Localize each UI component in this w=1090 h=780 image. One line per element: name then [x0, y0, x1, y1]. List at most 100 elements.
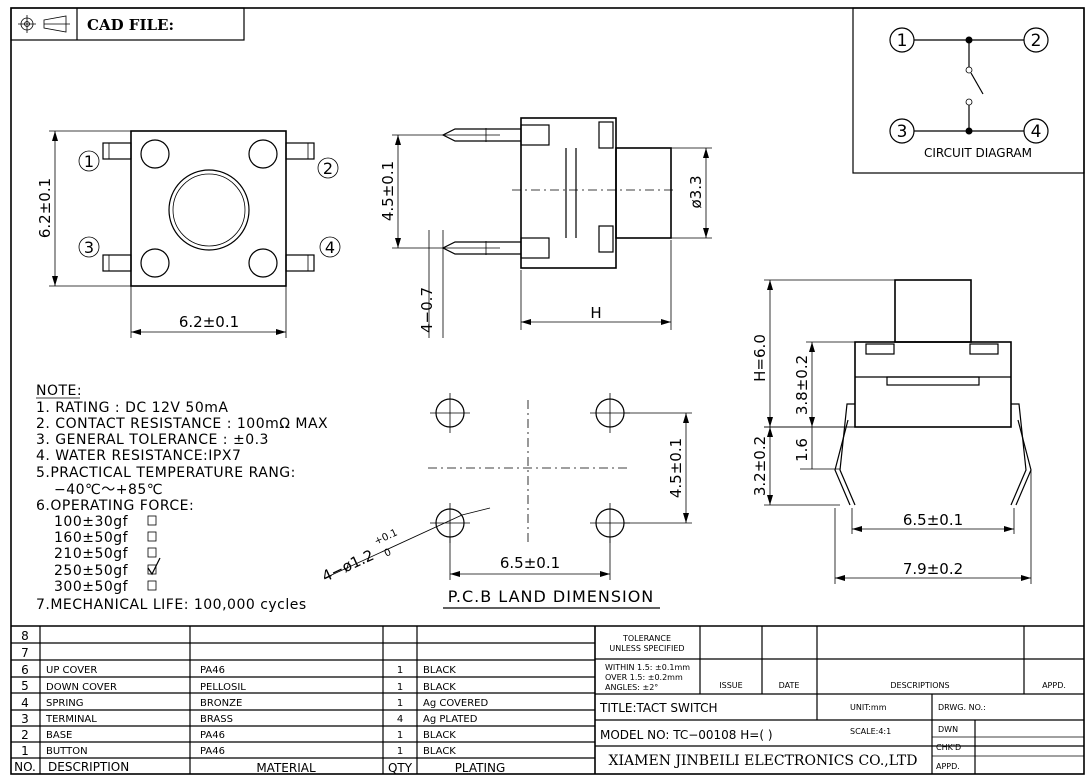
tolerance-subtitle: UNLESS SPECIFIED [609, 644, 684, 653]
side-dim-stem-dia: ø3.3 [687, 175, 705, 208]
front-dim-1-6: 1.6 [793, 438, 811, 462]
force-checkbox [147, 531, 157, 542]
top-dim-width: 6.2±0.1 [179, 313, 239, 331]
bom-row-desc: UP COVER [46, 665, 97, 676]
note-force-title: 6.OPERATING FORCE: [36, 498, 194, 514]
bom-header-plating: PLATING [455, 761, 506, 775]
bom-row-qty: 1 [397, 698, 403, 709]
force-option-label: 210±50gf [54, 546, 129, 562]
circuit-pin-3: 3 [897, 122, 908, 142]
checked-by-label: CHK'D [936, 743, 961, 752]
front-dim-outer: 7.9±0.2 [903, 560, 963, 578]
bom-row-no: 8 [21, 629, 29, 643]
side-dim-pin-length: 4−0.7 [418, 287, 436, 333]
sheet-border [10, 7, 1085, 775]
bom-row-material: BRASS [200, 714, 233, 725]
top-pin-2: 2 [323, 159, 333, 178]
tolerance-title: TOLERANCE [622, 634, 671, 643]
front-dim-inner: 6.5±0.1 [903, 511, 963, 529]
force-option-label: 250±50gf [54, 563, 129, 579]
scale-label: SCALE:4:1 [850, 727, 891, 736]
bom-row-qty: 1 [397, 682, 403, 693]
bom-row-no: 6 [21, 663, 29, 677]
bom-header-no: NO. [14, 760, 36, 774]
model-number: MODEL NO: TC−00108 H=( ) [600, 728, 773, 742]
bom-row-material: PA46 [200, 730, 225, 741]
front-dim-body: 3.8±0.2 [793, 355, 811, 415]
force-checkbox [147, 515, 157, 526]
projection-symbol-icon [18, 15, 70, 33]
pcb-dim-vertical: 4.5±0.1 [667, 438, 685, 498]
circuit-pin-1: 1 [897, 31, 908, 51]
bom-row-no: 3 [21, 712, 29, 726]
bom-row-material: PA46 [200, 746, 225, 757]
side-dim-pin-spacing: 4.5±0.1 [379, 161, 397, 221]
force-option-label: 100±30gf [54, 514, 129, 530]
approved-by-label: APPD. [936, 762, 960, 771]
bom-row-no: 1 [21, 744, 29, 758]
note-contact: 2. CONTACT RESISTANCE : 100mΩ MAX [36, 416, 328, 432]
force-checkbox [147, 580, 157, 591]
pcb-hole-spec: 4−ø1.2 [319, 546, 377, 586]
bom-row-plating: BLACK [423, 746, 456, 757]
front-view: H=6.0 3.8±0.2 1.6 3.2±0.2 6.5±0.1 7.9±0.… [751, 279, 1032, 584]
bom-row-desc: DOWN COVER [46, 682, 117, 693]
bom-row-no: 5 [21, 679, 29, 693]
issue-header: ISSUE [719, 681, 742, 690]
note-temp-value: −40℃～+85℃ [54, 482, 163, 498]
notes-block: NOTE: 1. RATING : DC 12V 50mA 2. CONTACT… [36, 383, 328, 613]
circuit-pin-2: 2 [1031, 31, 1042, 51]
note-water: 4. WATER RESISTANCE:IPX7 [36, 448, 241, 464]
top-view: 1 2 3 4 6.2±0.1 6.2±0.1 [36, 130, 341, 338]
pcb-hole-tol-plus: +0.1 [373, 527, 400, 547]
bom-row-qty: 4 [397, 714, 403, 725]
tolerance-over: OVER 1.5: ±0.2mm [605, 673, 683, 682]
bom-row-plating: BLACK [423, 665, 456, 676]
note-temp-title: 5.PRACTICAL TEMPERATURE RANG: [36, 465, 296, 481]
pcb-dim-horizontal: 6.5±0.1 [500, 554, 560, 572]
circuit-pin-4: 4 [1031, 122, 1042, 142]
note-rating: 1. RATING : DC 12V 50mA [36, 400, 228, 416]
bom-row-material: PA46 [200, 665, 225, 676]
bom-row-plating: Ag COVERED [423, 698, 488, 709]
bom-row-qty: 1 [397, 746, 403, 757]
drawing-title: TITLE:TACT SWITCH [599, 701, 717, 715]
date-header: DATE [779, 681, 800, 690]
company-name: XIAMEN JINBEILI ELECTRONICS CO.,LTD [609, 753, 918, 769]
bom-row-plating: BLACK [423, 730, 456, 741]
front-dim-h: H=6.0 [751, 334, 769, 382]
bom-row-no: 4 [21, 696, 29, 710]
note-life: 7.MECHANICAL LIFE: 100,000 cycles [36, 597, 307, 613]
top-pin-1: 1 [84, 152, 94, 171]
bom-header-qty: QTY [388, 761, 413, 775]
bom-table: 8 7 6 UP COVER PA46 1 BLACK 5 DOWN COVER… [11, 625, 1084, 775]
front-dim-leg: 3.2±0.2 [751, 436, 769, 496]
tolerance-within: WITHIN 1.5: ±0.1mm [605, 663, 690, 672]
bom-row-material: PELLOSIL [200, 682, 246, 693]
pcb-title: P.C.B LAND DIMENSION [448, 587, 655, 606]
bom-row-plating: Ag PLATED [423, 714, 478, 725]
unit-label: UNIT:mm [850, 703, 887, 712]
appd-header: APPD. [1042, 681, 1066, 690]
bom-row-desc: TERMINAL [45, 714, 97, 725]
tolerance-angles: ANGLES: ±2° [605, 683, 658, 692]
check-mark-icon [147, 557, 161, 576]
top-pin-3: 3 [84, 238, 94, 257]
bom-row-material: BRONZE [200, 698, 242, 709]
side-view: 4.5±0.1 4−0.7 ø3.3 H [379, 117, 712, 338]
cad-file-label: CAD FILE: [87, 16, 174, 34]
bom-row-qty: 1 [397, 730, 403, 741]
force-checkbox [147, 547, 157, 558]
bom-row-no: 7 [21, 646, 29, 660]
force-option-label: 300±50gf [54, 579, 129, 595]
bom-row-desc: BASE [46, 730, 72, 741]
descriptions-header: DESCRIPTIONS [890, 681, 949, 690]
side-dim-h: H [590, 304, 601, 322]
bom-row-desc: SPRING [46, 698, 84, 709]
drawing-number-label: DRWG. NO.: [938, 703, 986, 712]
force-option-label: 160±50gf [54, 530, 129, 546]
bom-row-no: 2 [21, 728, 29, 742]
circuit-diagram: 1 2 3 4 CIRCUIT DIAGRAM [852, 7, 1085, 174]
notes-title: NOTE: [36, 383, 82, 399]
